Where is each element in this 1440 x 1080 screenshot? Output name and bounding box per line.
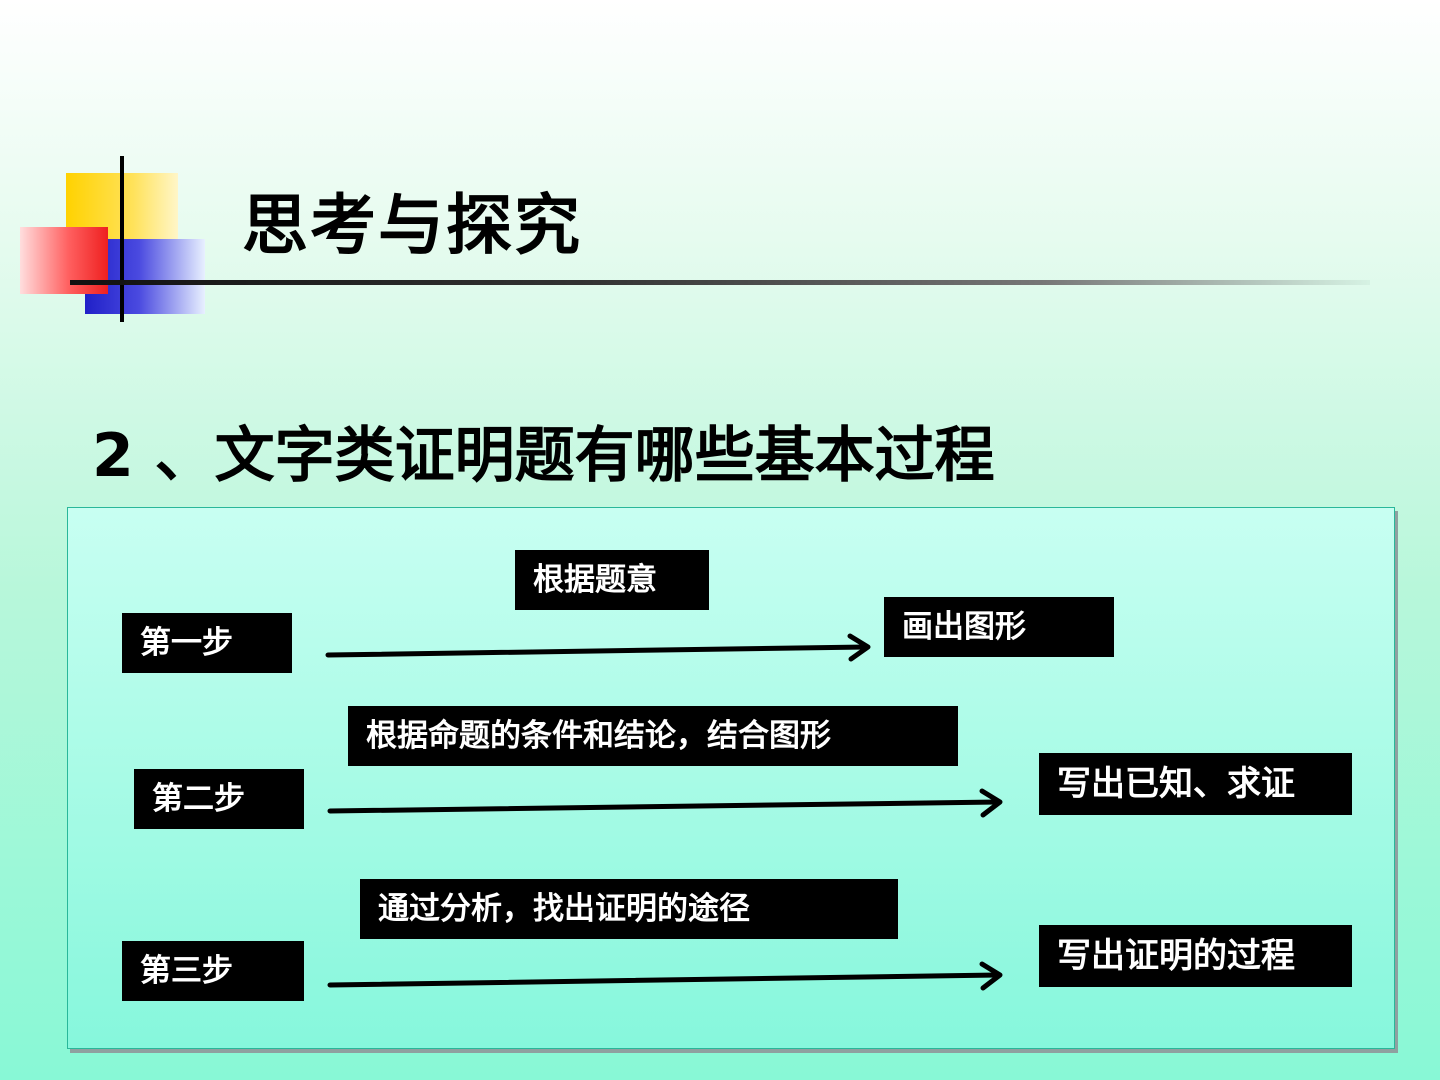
question-heading: 2 、文字类证明题有哪些基本过程	[92, 421, 995, 491]
step-2-label: 第二步	[134, 769, 304, 829]
decor-vertical-line	[120, 156, 124, 322]
step-3-label: 第三步	[122, 941, 304, 1001]
step-3-result: 写出证明的过程	[1039, 925, 1352, 987]
step-1-label: 第一步	[122, 613, 292, 673]
step-1-result: 画出图形	[884, 597, 1114, 657]
step-1-method: 根据题意	[515, 550, 709, 610]
slide-title: 思考与探究	[242, 187, 582, 264]
title-underline	[70, 280, 1370, 285]
step-2-method: 根据命题的条件和结论，结合图形	[348, 706, 958, 766]
step-3-method: 通过分析，找出证明的途径	[360, 879, 898, 939]
step-2-result: 写出已知、求证	[1039, 753, 1352, 815]
